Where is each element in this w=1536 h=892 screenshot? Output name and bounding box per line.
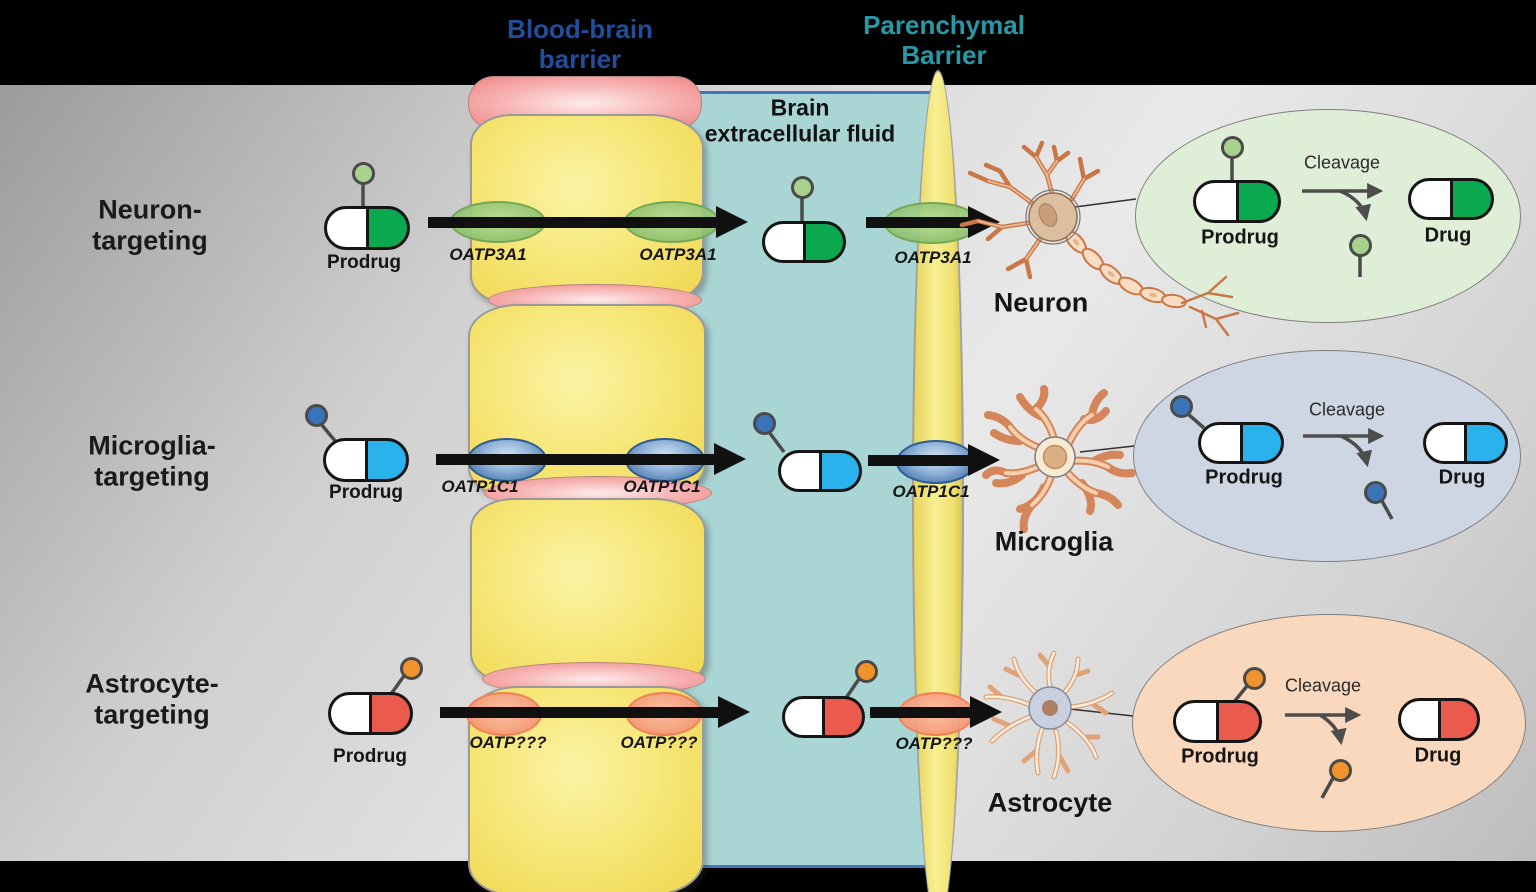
label-oatp-unknown-1: OATP??? xyxy=(469,733,547,752)
ligand-ball-microglia-blood xyxy=(305,404,328,427)
label-cleavage-astrocyte: Cleavage xyxy=(1284,675,1362,696)
label-prodrug-astrocyte-panel: Prodrug xyxy=(1181,745,1259,768)
ligand-ball-microglia-panel xyxy=(1170,395,1193,418)
label-oatp3a1-2: OATP3A1 xyxy=(639,245,717,264)
prodrug-capsule-neuron-blood xyxy=(324,206,410,250)
released-ligand-microglia xyxy=(1364,481,1387,504)
astrocyte-illustration xyxy=(983,650,1115,780)
transport-arrow-bbb-astrocyte xyxy=(440,696,750,728)
label-oatp-unknown-3: OATP??? xyxy=(895,734,973,753)
row-label-neuron-targeting: Neuron-targeting xyxy=(92,194,208,256)
prodrug-capsule-microglia-panel xyxy=(1198,422,1284,464)
prodrug-capsule-astrocyte-blood xyxy=(328,692,413,735)
cleavage-arrows xyxy=(1285,182,1385,746)
ligand-ball-astrocyte-panel xyxy=(1243,667,1266,690)
neuron-illustration: . xyxy=(959,140,1240,337)
released-ligand-astrocyte xyxy=(1329,759,1352,782)
ligand-ball-neuron-fluid xyxy=(791,176,814,199)
ligand-ball-microglia-fluid xyxy=(753,412,776,435)
label-oatp1c1-2: OATP1C1 xyxy=(623,477,701,496)
label-neuron-cell: Neuron xyxy=(993,287,1089,318)
prodrug-capsule-microglia-blood xyxy=(323,438,409,482)
row-label-microglia-targeting: Microglia-targeting xyxy=(88,430,216,492)
label-oatp3a1-3: OATP3A1 xyxy=(894,248,972,267)
label-prodrug-neuron-panel: Prodrug xyxy=(1201,226,1279,249)
label-astrocyte-cell: Astrocyte xyxy=(987,787,1113,818)
ligand-ball-neuron-panel xyxy=(1221,136,1244,159)
drug-capsule-astrocyte xyxy=(1398,698,1480,741)
label-prodrug-neuron-blood: Prodrug xyxy=(327,252,401,273)
transport-arrow-bbb-microglia xyxy=(436,443,746,475)
label-prodrug-astrocyte-blood: Prodrug xyxy=(333,746,407,767)
prodrug-capsule-astrocyte-fluid xyxy=(782,696,865,738)
ligand-ball-astrocyte-fluid xyxy=(855,660,878,683)
drug-capsule-neuron xyxy=(1408,178,1494,220)
transport-arrow-parenchymal-microglia xyxy=(868,444,1000,476)
label-prodrug-microglia-blood: Prodrug xyxy=(329,482,403,503)
prodrug-capsule-microglia-fluid xyxy=(778,450,862,492)
released-ligand-neuron xyxy=(1349,234,1372,257)
bbb-endothelial-cell-3 xyxy=(470,498,706,688)
transport-arrow-bbb-neuron xyxy=(428,206,748,238)
label-oatp1c1-3: OATP1C1 xyxy=(892,482,970,501)
ligand-ball-neuron-blood xyxy=(352,162,375,185)
row-label-astrocyte-targeting: Astrocyte-targeting xyxy=(85,668,219,730)
label-oatp1c1-1: OATP1C1 xyxy=(441,477,519,496)
label-microglia-cell: Microglia xyxy=(994,526,1114,557)
label-cleavage-microglia: Cleavage xyxy=(1308,399,1386,420)
ligand-ball-astrocyte-blood xyxy=(400,657,423,680)
microglia-illustration xyxy=(982,385,1136,533)
prodrug-capsule-neuron-fluid xyxy=(762,221,846,263)
ligand-sticks xyxy=(319,157,1394,799)
label-oatp3a1-1: OATP3A1 xyxy=(449,245,527,264)
label-drug-astrocyte: Drug xyxy=(1414,744,1462,767)
label-oatp-unknown-2: OATP??? xyxy=(620,733,698,752)
prodrug-capsule-astrocyte-panel xyxy=(1173,700,1262,743)
drug-capsule-microglia xyxy=(1423,422,1508,464)
prodrug-capsule-neuron-panel xyxy=(1193,180,1281,223)
label-drug-neuron: Drug xyxy=(1424,224,1472,247)
label-drug-microglia: Drug xyxy=(1438,466,1486,489)
label-cleavage-neuron: Cleavage xyxy=(1303,152,1381,173)
label-prodrug-microglia-panel: Prodrug xyxy=(1205,466,1283,489)
